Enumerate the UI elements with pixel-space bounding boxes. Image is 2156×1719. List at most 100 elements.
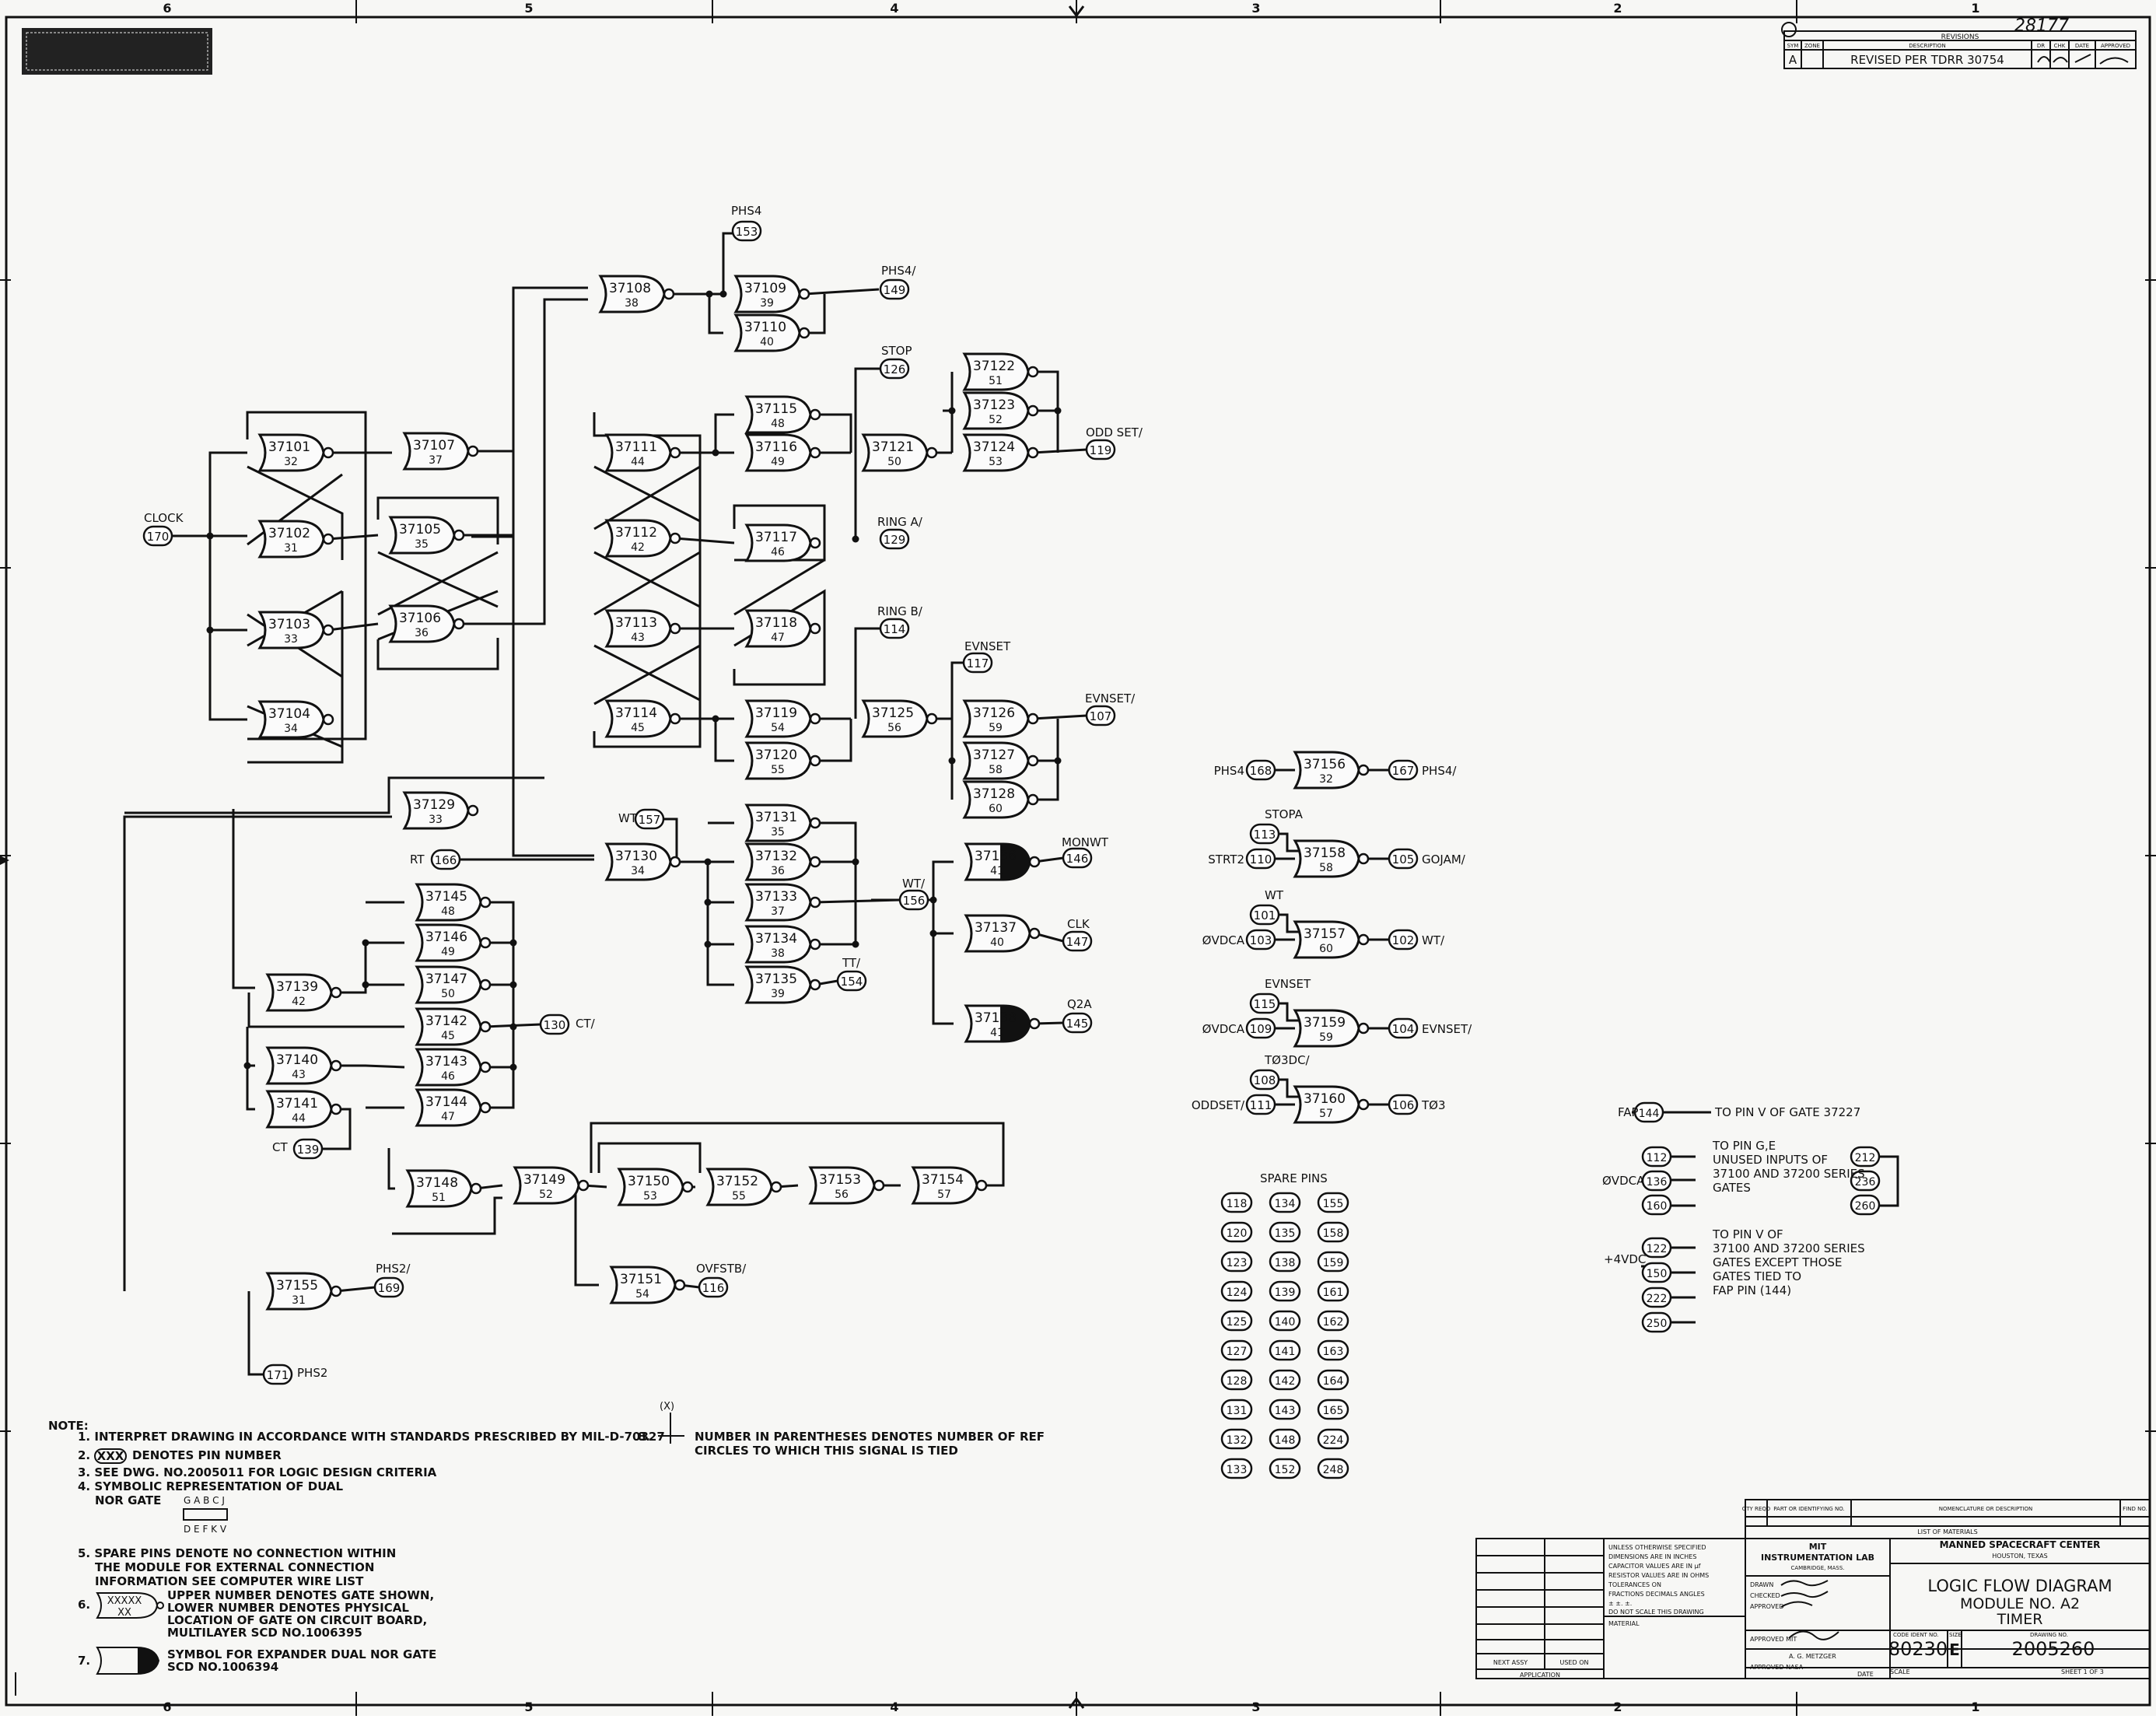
aux-top-label: WT	[1265, 888, 1284, 902]
pin-number: 170	[147, 530, 170, 544]
gate-location: 35	[771, 826, 785, 838]
gate-location: 49	[771, 456, 785, 468]
gate-number: 37150	[628, 1174, 670, 1189]
spare-pin-123: 123	[1220, 1251, 1253, 1273]
vdca-label: ØVDCA	[1602, 1174, 1645, 1188]
gate-location: 37	[429, 454, 443, 467]
vdc4-text-5: FAP PIN (144)	[1713, 1283, 1791, 1297]
pin-number: 149	[884, 283, 906, 297]
gate-location: 41	[990, 865, 1004, 877]
gate-location: 42	[292, 996, 306, 1008]
power-pin-number: 236	[1855, 1176, 1876, 1189]
note-6-sample-bottom: XX	[117, 1607, 131, 1619]
gate-location: 56	[835, 1189, 849, 1201]
gate-location: 47	[771, 632, 785, 644]
pin-171: 171	[262, 1364, 293, 1385]
gate-number: 37155	[276, 1278, 318, 1294]
tb-approved-mit: APPROVED MIT	[1750, 1636, 1797, 1643]
gate-location: 42	[631, 541, 645, 554]
aux-in-pin: 109	[1250, 1022, 1272, 1036]
aux-top-pin: 115	[1254, 997, 1276, 1011]
pin-154: 154	[836, 970, 867, 992]
spare-pin-number: 139	[1275, 1287, 1296, 1299]
pin-114: 114	[879, 618, 910, 639]
gate-location: 56	[887, 722, 901, 734]
power-connections: FAP TO PIN V OF GATE 37227 ØVDCA +4VDC T…	[1602, 1105, 1865, 1297]
gate-location: 46	[441, 1070, 455, 1083]
spare-pin-128: 128	[1220, 1369, 1253, 1391]
note-7-line2: SCD NO.1006394	[167, 1660, 278, 1674]
tb-dwg-label: DRAWING NO.	[2030, 1632, 2068, 1638]
vdca-right-pin-260: 260	[1850, 1194, 1881, 1216]
pin-130: 130	[539, 1014, 570, 1035]
gate-location: 40	[760, 336, 774, 348]
aux-in-label: STRT2	[1208, 852, 1244, 867]
zone-top-1: 1	[1971, 1, 1979, 16]
spare-pin-number: 128	[1227, 1375, 1248, 1388]
pin-169: 169	[373, 1276, 404, 1298]
gate-number: 37149	[523, 1172, 565, 1188]
note-8-number: 8.	[638, 1430, 650, 1444]
power-pin-number: 122	[1647, 1243, 1668, 1255]
tb-application: APPLICATION	[1520, 1672, 1560, 1679]
rev-handwritten-number: 28177	[2014, 16, 2069, 36]
rev-description: REVISED PER TDRR 30754	[1850, 53, 2004, 67]
spare-pin-number: 152	[1275, 1464, 1296, 1476]
spare-pin-number: 118	[1227, 1198, 1248, 1210]
gate-location: 36	[415, 627, 429, 639]
spare-pin-159: 159	[1317, 1251, 1349, 1273]
tb-center-loc: HOUSTON, TEXAS	[1992, 1553, 2047, 1560]
note-4-top-pins: G A B C J	[184, 1495, 225, 1506]
gate-number: 37145	[425, 889, 467, 905]
tb-spec-3: CAPACITOR VALUES ARE IN µf	[1608, 1563, 1701, 1570]
rev-col-chk: CHK	[2054, 43, 2066, 49]
aux-in-pin: 110	[1250, 852, 1272, 867]
spare-pin-number: 163	[1323, 1346, 1344, 1358]
gate-number: 37138	[975, 1010, 1017, 1026]
zone-bottom-3: 3	[1251, 1700, 1260, 1714]
gate-number: 37142	[425, 1014, 467, 1029]
gate-number: 37129	[413, 797, 455, 813]
gate-number: 37143	[425, 1054, 467, 1070]
gate-location: 46	[771, 546, 785, 558]
power-pin-number: 144	[1639, 1108, 1660, 1120]
spare-pin-131: 131	[1220, 1399, 1253, 1420]
gate-number: 37106	[399, 611, 441, 626]
gate-number: 37122	[973, 359, 1015, 374]
gate-location: 44	[292, 1112, 306, 1125]
tb-signer: A. G. METZGER	[1789, 1653, 1836, 1660]
signal-phs2-out: PHS2/	[376, 1262, 411, 1276]
spare-pin-number: 124	[1227, 1287, 1248, 1299]
aux-in-label: PHS4	[1214, 764, 1244, 778]
aux-out-label: PHS4/	[1422, 764, 1457, 778]
tb-part-no: PART OR IDENTIFYING NO.	[1773, 1506, 1844, 1512]
aux-in-pin: 103	[1250, 933, 1272, 947]
power-pin-number: 250	[1647, 1318, 1668, 1330]
gate-number: 37107	[413, 438, 455, 453]
pin-147: 147	[1062, 930, 1093, 952]
gate-number: 37108	[609, 281, 651, 296]
rev-col-zone: ZONE	[1804, 43, 1820, 49]
spare-pin-number: 138	[1275, 1257, 1296, 1269]
pin-number: 129	[884, 533, 906, 547]
gate-layer: 3710132371023137103333710434371053537106…	[257, 275, 1041, 1311]
spare-pin-number: 162	[1323, 1316, 1344, 1329]
signal-clock: CLOCK	[144, 511, 184, 525]
zone-top-2: 2	[1613, 1, 1622, 16]
note-1: 1. INTERPRET DRAWING IN ACCORDANCE WITH …	[78, 1430, 665, 1444]
